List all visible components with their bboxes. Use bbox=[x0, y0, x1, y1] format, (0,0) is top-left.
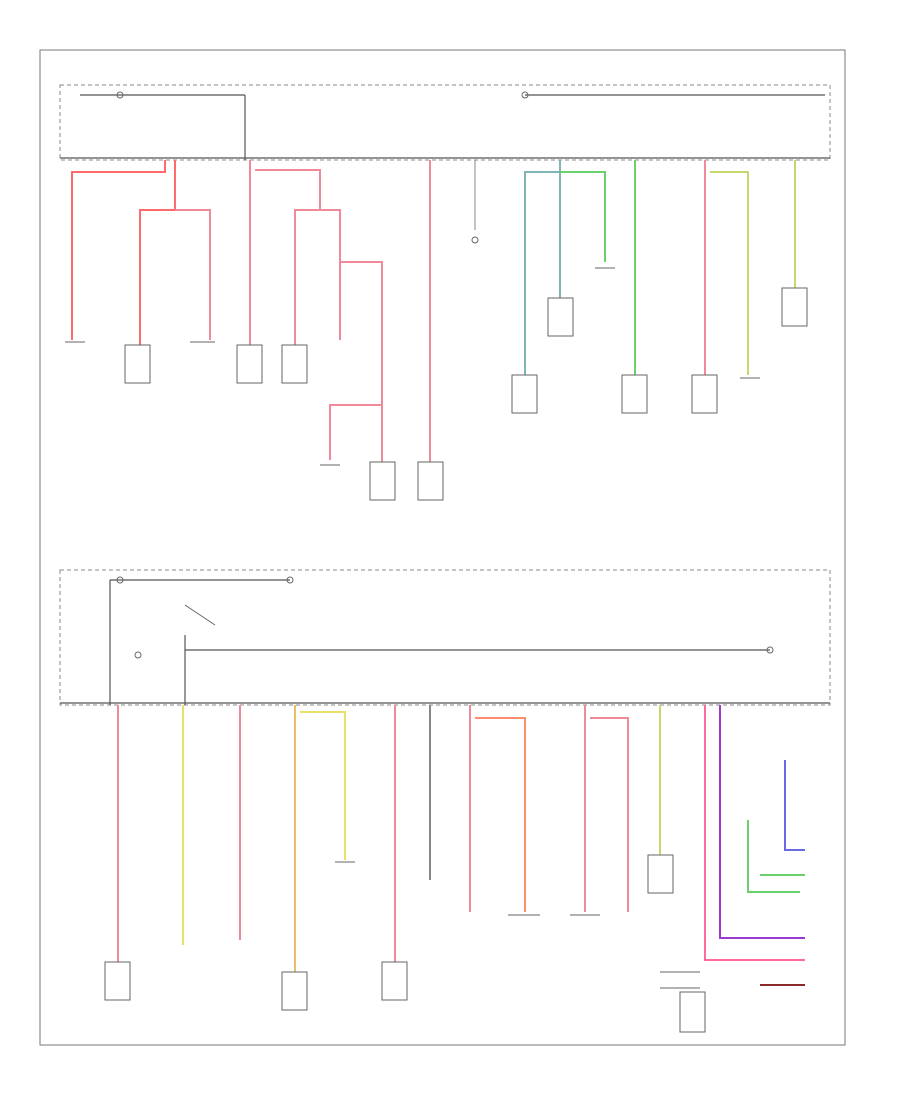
wire-red-1 bbox=[71, 160, 166, 340]
wire-yellowgreen-1 bbox=[710, 171, 749, 375]
wire-orange-b2 bbox=[475, 717, 526, 912]
diagram-frame bbox=[39, 49, 846, 1046]
ground-icon bbox=[471, 236, 479, 244]
component-8 bbox=[621, 374, 648, 414]
relay-switch-icon bbox=[184, 604, 216, 626]
component-3 bbox=[281, 344, 308, 384]
top-wires bbox=[71, 160, 796, 462]
wire-purple-b1 bbox=[719, 705, 805, 939]
wire-green-1 bbox=[560, 171, 606, 262]
component-b4 bbox=[647, 854, 674, 894]
wire-pink-3 bbox=[255, 169, 321, 345]
wire-pink-4 bbox=[320, 209, 341, 340]
component-1 bbox=[124, 344, 151, 384]
component-b3 bbox=[381, 961, 408, 1001]
component-7 bbox=[511, 374, 538, 414]
top-fuse-box bbox=[59, 84, 831, 161]
bottom-fuse-box-outline bbox=[59, 569, 831, 706]
top-left-terminal-icon bbox=[116, 91, 124, 99]
wire-pink-1 bbox=[175, 209, 211, 340]
wire-pink-6 bbox=[329, 404, 382, 460]
component-10 bbox=[781, 287, 808, 327]
bottom-fuse-box bbox=[59, 569, 831, 706]
wire-yellow-b2 bbox=[300, 711, 346, 860]
wire-pink-5 bbox=[340, 261, 383, 462]
bottom-mid-terminal-icon bbox=[766, 646, 774, 654]
bottom-wires bbox=[117, 705, 805, 986]
bottom-left-terminal-icon bbox=[116, 576, 124, 584]
wire-teal-1 bbox=[524, 160, 561, 375]
component-b2 bbox=[281, 971, 308, 1011]
bottom-right-terminal-icon bbox=[286, 576, 294, 584]
component-2 bbox=[236, 344, 263, 384]
component-b1 bbox=[104, 961, 131, 1001]
component-4 bbox=[369, 461, 396, 501]
component-6 bbox=[547, 297, 574, 337]
top-right-terminal-icon bbox=[521, 91, 529, 99]
wire-red-2 bbox=[139, 160, 176, 345]
top-fuse-box-outline bbox=[59, 84, 831, 161]
wire-blue-b1 bbox=[784, 760, 805, 851]
wire-pink-b6 bbox=[590, 717, 629, 912]
component-5 bbox=[417, 461, 444, 501]
top-components bbox=[65, 236, 808, 501]
bottom-components bbox=[104, 651, 706, 1033]
component-b5 bbox=[679, 991, 706, 1033]
wire-pink-b7 bbox=[704, 705, 805, 961]
ground-icon-b bbox=[134, 651, 142, 659]
component-9 bbox=[691, 374, 718, 414]
wire-green-b1 bbox=[747, 820, 800, 893]
